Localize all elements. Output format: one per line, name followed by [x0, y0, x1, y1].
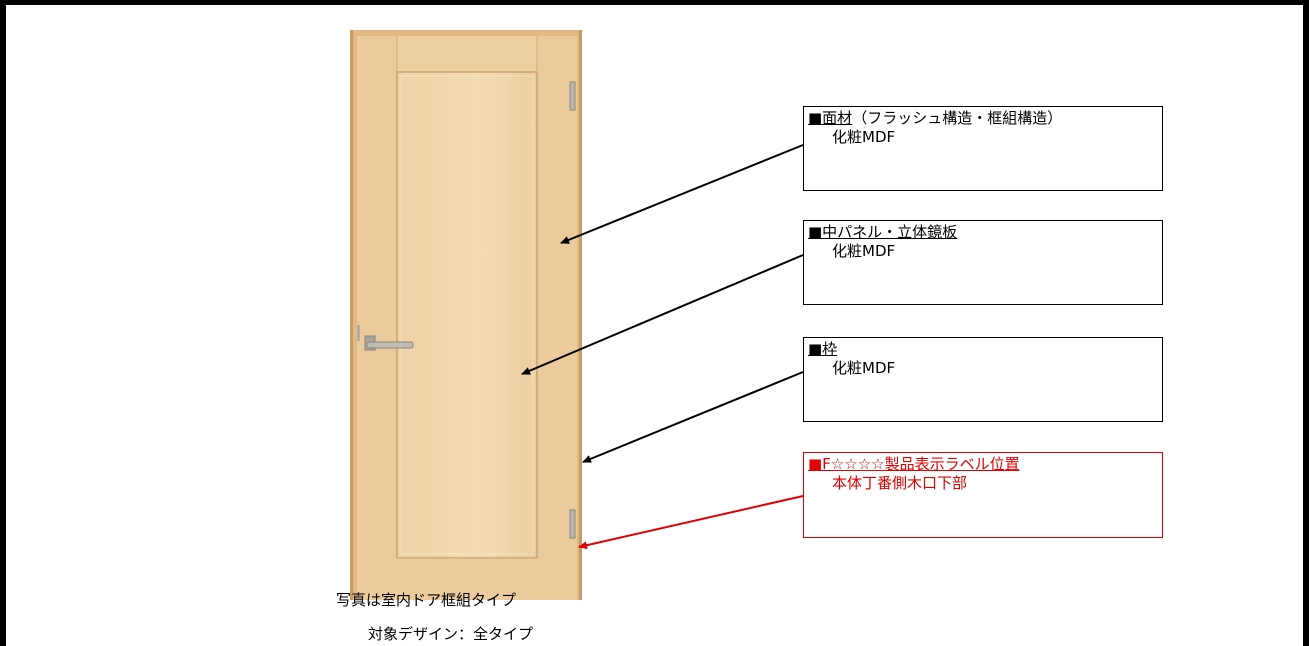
callout-label-position: ■F☆☆☆☆製品表示ラベル位置 本体丁番側木口下部 [803, 452, 1163, 538]
photo-caption: 写真は室内ドア框組タイプ [336, 591, 517, 609]
callout-frame-heading: ■枠 [808, 340, 838, 358]
callout-center-panel-detail: 化粧MDF [832, 242, 896, 260]
door-svg [350, 30, 582, 600]
target-design-caption: 対象デザイン：全タイプ [368, 625, 534, 643]
callout-frame-detail: 化粧MDF [832, 359, 896, 377]
center-panel [396, 71, 538, 559]
callout-frame: ■枠 化粧MDF [803, 337, 1163, 422]
callout-face-material: ■面材（フラッシュ構造・框組構造） 化粧MDF [803, 106, 1163, 191]
door-handle-lever [366, 341, 414, 349]
door-illustration [345, 30, 585, 600]
hinge-bottom [569, 509, 576, 539]
callout-label-position-detail: 本体丁番側木口下部 [832, 474, 968, 492]
callout-center-panel-heading: ■中パネル・立体鏡板 [808, 223, 958, 241]
callout-face-material-heading: ■面材 [808, 109, 853, 127]
callout-label-position-heading: ■F☆☆☆☆製品表示ラベル位置 [808, 455, 1020, 473]
callout-center-panel: ■中パネル・立体鏡板 化粧MDF [803, 220, 1163, 305]
hinge-top [569, 81, 576, 111]
callout-face-material-detail: 化粧MDF [832, 128, 896, 146]
callout-face-material-note: （フラッシュ構造・框組構造） [852, 109, 1063, 127]
